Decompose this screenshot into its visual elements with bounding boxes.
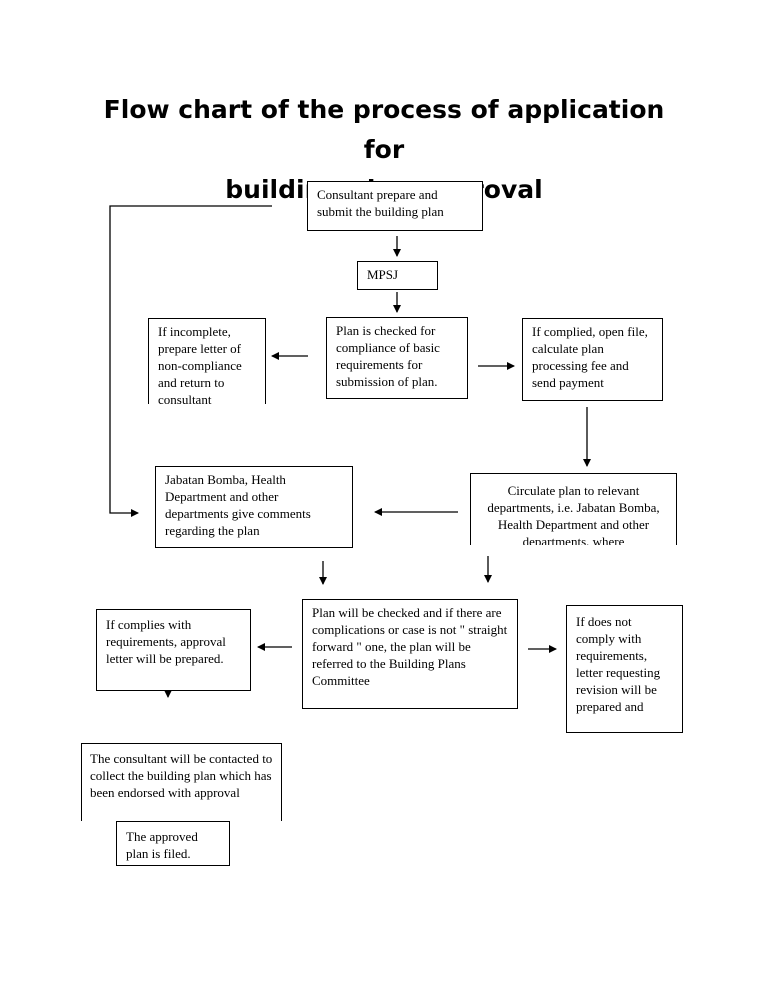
incomplete-box: If incomplete, prepare letter of non-com…: [148, 318, 266, 404]
consultant-contacted-box: The consultant will be contacted to coll…: [81, 743, 282, 821]
consultant-submit-text: Consultant prepare and submit the buildi…: [317, 187, 444, 219]
complied-text: If complied, open file, calculate plan p…: [532, 324, 652, 390]
diagram-title: Flow chart of the process of application…: [84, 90, 684, 210]
complies-box: If complies with requirements, approval …: [96, 609, 251, 691]
departments-comment-box: Jabatan Bomba, Health Department and oth…: [155, 466, 353, 548]
not-comply-box: If does not comply with requirements, le…: [566, 605, 683, 733]
committee-text: Plan will be checked and if there are co…: [312, 605, 511, 688]
not-comply-text: If does not comply with requirements, le…: [576, 614, 664, 714]
filed-text: The approved plan is filed.: [126, 829, 202, 861]
title-line-1: Flow chart of the process of application…: [103, 95, 665, 164]
consultant-contacted-text: The consultant will be contacted to coll…: [90, 751, 276, 800]
feedback-loop-line: [109, 205, 272, 517]
circulate-box: Circulate plan to relevant departments, …: [470, 473, 677, 545]
plan-check-box: Plan is checked for compliance of basic …: [326, 317, 468, 399]
incomplete-text: If incomplete, prepare letter of non-com…: [158, 324, 245, 404]
mpsj-text: MPSJ: [367, 267, 399, 282]
complied-box: If complied, open file, calculate plan p…: [522, 318, 663, 401]
circulate-text: Circulate plan to relevant departments, …: [487, 483, 663, 545]
plan-check-text: Plan is checked for compliance of basic …: [336, 323, 444, 389]
committee-box: Plan will be checked and if there are co…: [302, 599, 518, 709]
consultant-submit-box: Consultant prepare and submit the buildi…: [307, 181, 483, 231]
departments-comment-text: Jabatan Bomba, Health Department and oth…: [165, 472, 315, 538]
complies-text: If complies with requirements, approval …: [106, 617, 230, 666]
mpsj-box: MPSJ: [357, 261, 438, 290]
filed-box: The approved plan is filed.: [116, 821, 230, 866]
